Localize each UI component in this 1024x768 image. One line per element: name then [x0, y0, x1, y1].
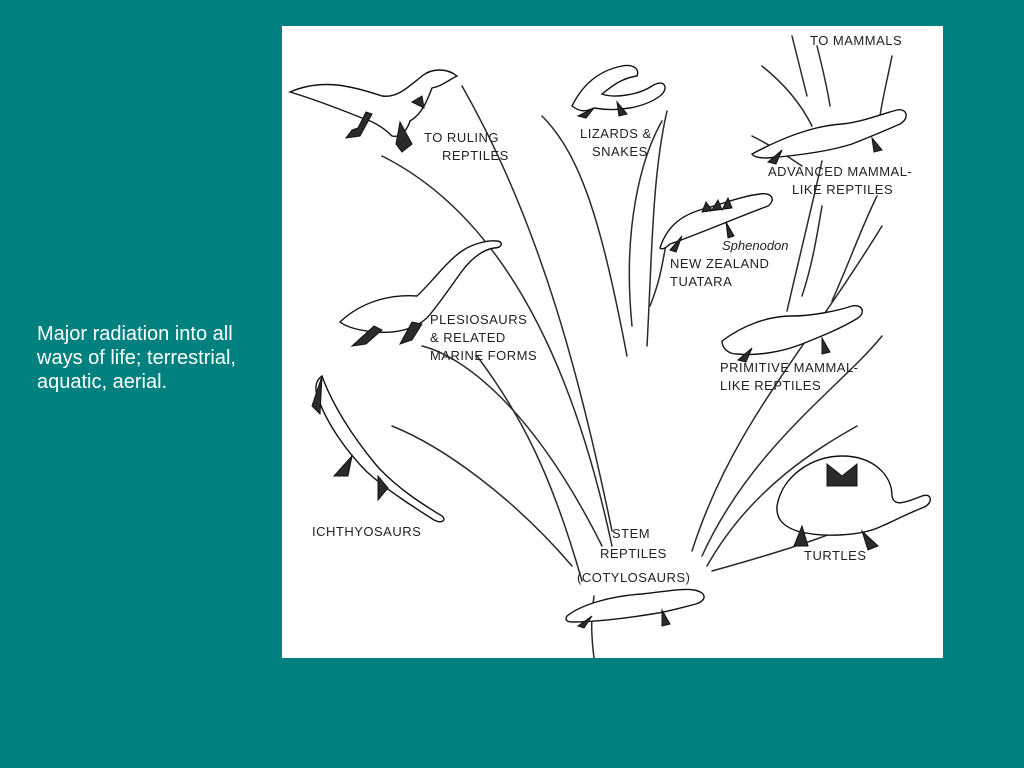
label-to-ruling-2: REPTILES: [442, 148, 509, 163]
label-stem-3: (COTYLOSAURS): [577, 570, 690, 585]
label-plesiosaurs-1: PLESIOSAURS: [430, 312, 527, 327]
ichthyosaur-illustration: [311, 374, 445, 523]
label-plesiosaurs-3: MARINE FORMS: [430, 348, 537, 363]
label-new-zealand: NEW ZEALAND: [670, 256, 769, 271]
branch-lines: [381, 35, 893, 658]
label-lizards-2: SNAKES: [592, 144, 648, 159]
ruling-reptile-illustration: [287, 69, 459, 153]
turtle-illustration: [776, 455, 931, 551]
label-stem-1: STEM: [612, 526, 650, 541]
label-primitive-mammal-2: LIKE REPTILES: [720, 378, 821, 393]
label-stem-2: REPTILES: [600, 546, 667, 561]
label-advanced-mammal-2: LIKE REPTILES: [792, 182, 893, 197]
label-ichthyosaurs: ICHTHYOSAURS: [312, 524, 421, 539]
label-plesiosaurs-2: & RELATED: [430, 330, 506, 345]
figure-labels: TO MAMMALS TO RULING REPTILES LIZARDS & …: [312, 33, 912, 585]
lizard-snake-illustration: [571, 64, 666, 119]
label-sphenodon: Sphenodon: [722, 238, 789, 253]
label-turtles: TURTLES: [804, 548, 867, 563]
tuatara-illustration: [659, 192, 773, 253]
label-tuatara: TUATARA: [670, 274, 732, 289]
label-advanced-mammal-1: ADVANCED MAMMAL-: [768, 164, 912, 179]
label-lizards-1: LIZARDS &: [580, 126, 652, 141]
plesiosaur-illustration: [338, 240, 502, 347]
label-to-ruling-1: TO RULING: [424, 130, 499, 145]
reptile-radiation-figure: TO MAMMALS TO RULING REPTILES LIZARDS & …: [282, 26, 943, 658]
label-to-mammals: TO MAMMALS: [810, 33, 902, 48]
label-primitive-mammal-1: PRIMITIVE MAMMAL-: [720, 360, 859, 375]
slide-body-text: Major radiation into all ways of life; t…: [37, 323, 236, 393]
stem-reptile-illustration: [565, 588, 705, 629]
primitive-mammal-like-reptile-illustration: [721, 304, 863, 363]
advanced-mammal-like-reptile-illustration: [750, 109, 907, 165]
